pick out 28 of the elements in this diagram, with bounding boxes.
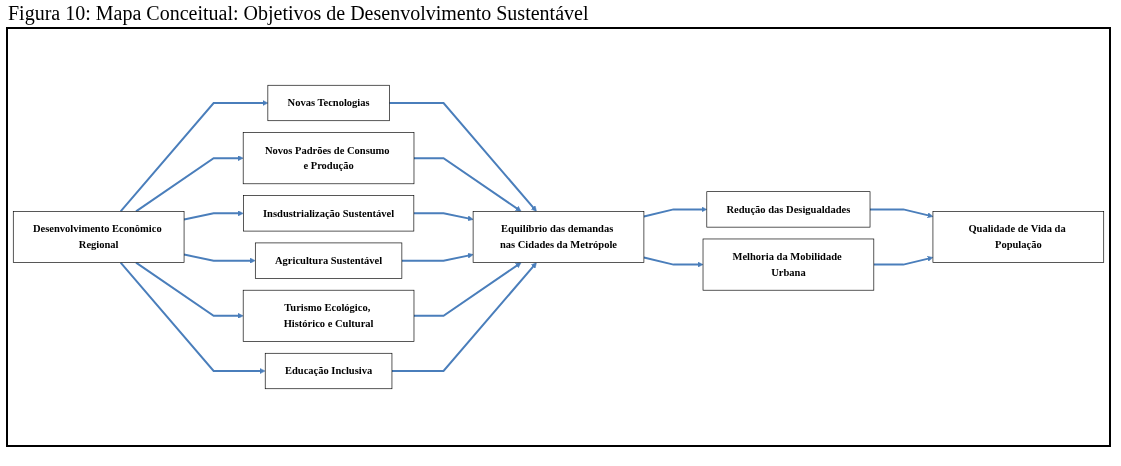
node-box: Desenvolvimento Econômico Regional <box>12 211 185 263</box>
arrow <box>413 157 522 212</box>
arrow <box>183 253 256 264</box>
arrow <box>135 155 244 213</box>
arrow <box>413 262 522 317</box>
node-box: Turismo Ecológico, Histórico e Cultural <box>242 289 415 342</box>
arrow <box>183 210 244 221</box>
figure-title: Figura 10: Mapa Conceitual: Objetivos de Desenvolvimento Sustentável <box>8 2 590 25</box>
arrow <box>869 208 934 219</box>
arrow <box>642 206 708 218</box>
node-box: Melhoria da Mobilidade Urbana <box>702 238 875 291</box>
node-box: Equilíbrio das demandas nas Cidades da Metrópole <box>472 211 645 263</box>
node-box: Educação Inclusiva <box>264 352 393 390</box>
arrow <box>388 102 537 212</box>
arrow <box>872 255 934 266</box>
node-box: Insdustrialização Sustentável <box>243 195 415 232</box>
node-box: Redução das Desigualdades <box>706 191 871 228</box>
arrow <box>642 256 704 268</box>
arrow <box>390 262 537 372</box>
node-box: Novos Padrões de Consumo e Produção <box>242 132 415 185</box>
arrow <box>119 261 266 374</box>
arrow <box>412 212 474 222</box>
node-box: Agricultura Sustentável <box>254 242 403 279</box>
node-box: Novas Tecnologias <box>267 84 390 122</box>
arrow <box>119 100 269 213</box>
node-box: Qualidade de Vida da População <box>932 211 1105 263</box>
arrow <box>135 261 244 319</box>
arrow <box>400 252 474 262</box>
